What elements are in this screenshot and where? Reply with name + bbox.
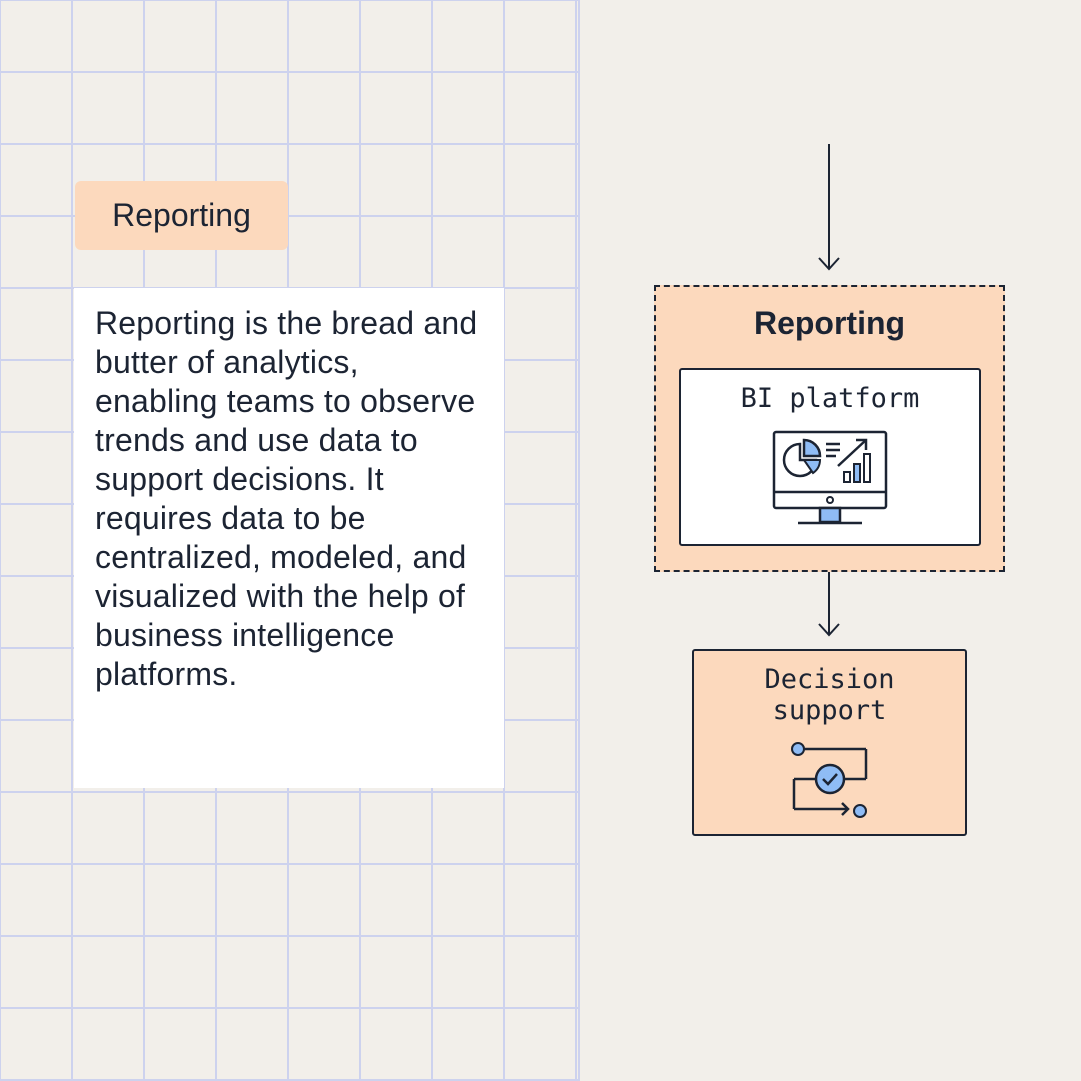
top-arrow-head-icon <box>818 257 840 271</box>
decision-label-line2: support <box>772 695 887 726</box>
top-arrow-line <box>828 144 830 268</box>
reporting-tag-label: Reporting <box>112 197 251 233</box>
bi-platform-node: BI platform <box>679 368 981 546</box>
bi-platform-label: BI platform <box>740 383 920 414</box>
decision-support-label: Decision support <box>694 664 965 726</box>
description-card: Reporting is the bread and butter of ana… <box>74 288 504 788</box>
reporting-tag: Reporting <box>75 181 288 250</box>
decision-support-node: Decision support <box>692 649 967 836</box>
middle-arrow-head-icon <box>818 623 840 637</box>
reporting-group-title: Reporting <box>753 305 906 341</box>
monitor-chart-icon <box>772 430 888 525</box>
middle-arrow-line <box>828 572 830 634</box>
workflow-check-icon <box>791 742 868 818</box>
description-text: Reporting is the bread and butter of ana… <box>95 305 478 692</box>
reporting-group: Reporting BI platform <box>654 285 1005 572</box>
decision-label-line1: Decision <box>764 664 895 695</box>
